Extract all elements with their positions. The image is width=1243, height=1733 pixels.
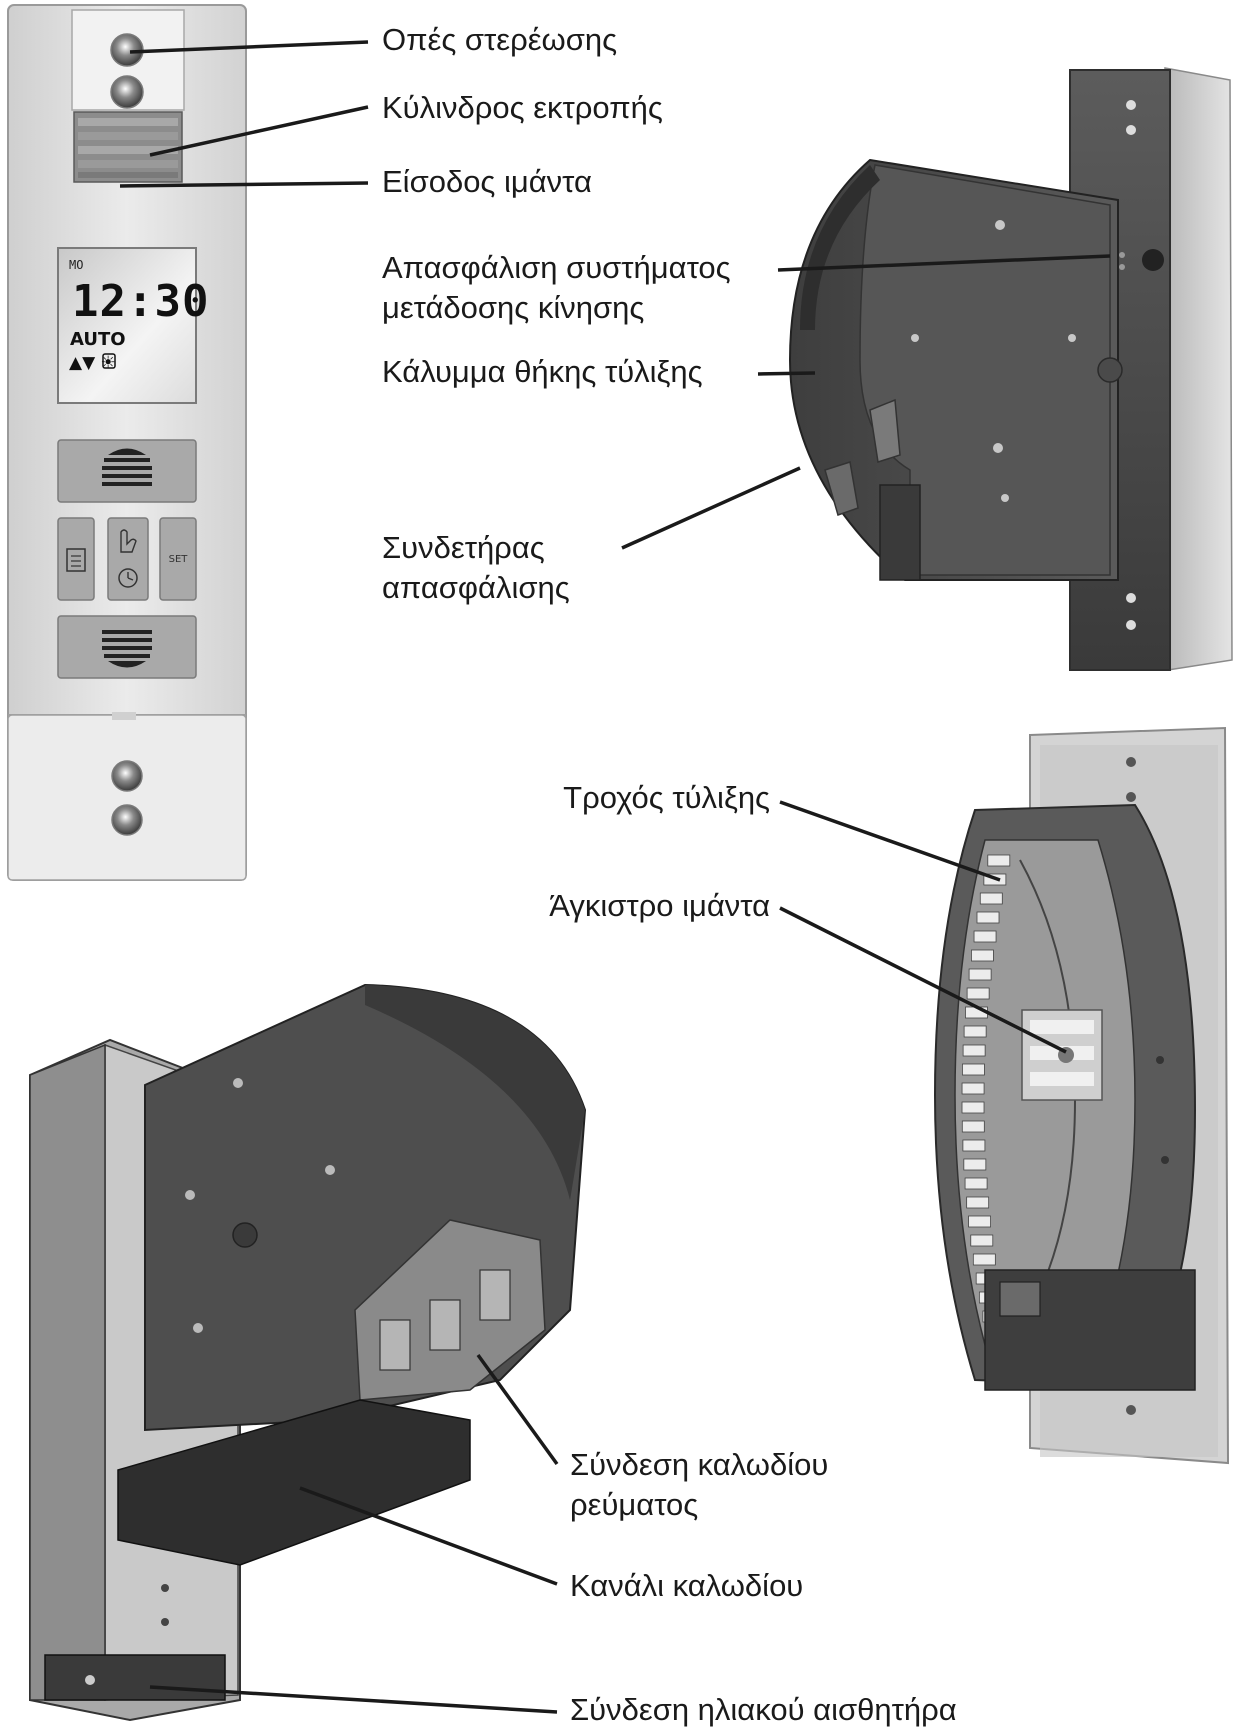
rear-unit-bottom bbox=[29, 983, 587, 1722]
hand-icon bbox=[120, 529, 137, 553]
down-button[interactable] bbox=[57, 615, 197, 679]
leader-cable-channel bbox=[299, 1486, 558, 1586]
leader-deflection-roller bbox=[149, 105, 369, 157]
wheel-tooth bbox=[963, 1025, 987, 1038]
leader-belt-hook bbox=[779, 906, 1067, 1054]
clock-icon bbox=[118, 568, 138, 588]
label-winding-wheel: Τροχός τύλιξης bbox=[563, 780, 770, 815]
wheel-tooth bbox=[963, 1158, 987, 1171]
leader-power-connection bbox=[476, 1353, 559, 1466]
wheel-tooth bbox=[972, 1253, 996, 1266]
set-button-label: SET bbox=[169, 554, 189, 565]
label-drive-lock-1: Απασφάλιση συστήματος bbox=[382, 250, 731, 285]
lcd-display bbox=[57, 247, 197, 404]
lcd-time: 12:30 bbox=[72, 276, 209, 327]
winding-case-face bbox=[859, 164, 1111, 576]
wheel-tooth bbox=[971, 949, 994, 962]
leader-mounting-holes bbox=[129, 40, 369, 54]
front-notch bbox=[112, 712, 136, 720]
solar-sensor-port bbox=[44, 1654, 226, 1701]
mounting-hole-top-2 bbox=[110, 75, 144, 109]
label-deflection-roller: Κύλινδρος εκτροπής bbox=[382, 90, 663, 125]
manual-timer-button[interactable] bbox=[107, 517, 149, 601]
front-bottom-cap bbox=[7, 714, 247, 881]
wheel-tooth bbox=[961, 1120, 985, 1133]
wheel-tooth bbox=[968, 968, 992, 981]
wheel-tooth bbox=[973, 930, 997, 943]
label-drive-lock-2: μετάδοσης κίνησης bbox=[382, 290, 645, 325]
rear-unit-top bbox=[788, 67, 1233, 671]
label-power-connection-2: ρεύματος bbox=[570, 1487, 699, 1522]
leader-solar-sensor bbox=[149, 1685, 558, 1714]
wheel-tooth bbox=[966, 1196, 990, 1209]
leader-winding-cover bbox=[757, 371, 816, 376]
wheel-tooth bbox=[987, 854, 1011, 867]
winding-case-rim bbox=[800, 165, 880, 330]
leader-winding-wheel bbox=[779, 800, 1001, 882]
cable-channel bbox=[117, 1399, 471, 1566]
drum-latch bbox=[999, 1281, 1041, 1317]
leader-lines bbox=[119, 40, 1111, 1714]
lcd-day: MO bbox=[69, 258, 83, 272]
front-unit: MO 12:30 AUTO ▲▼ ☀ bbox=[7, 4, 247, 881]
down-arrow-icon bbox=[102, 630, 152, 668]
label-cable-channel: Κανάλι καλωδίου bbox=[570, 1568, 804, 1603]
release-clip-top bbox=[824, 398, 921, 581]
list-icon bbox=[66, 548, 86, 572]
label-belt-entry: Είσοδος ιμάντα bbox=[382, 164, 592, 199]
wheel-tooth bbox=[966, 987, 990, 1000]
wheel-tooth bbox=[962, 1044, 986, 1057]
wheel-tooth bbox=[976, 911, 1000, 924]
label-power-connection-1: Σύνδεση καλωδίου bbox=[570, 1447, 829, 1482]
menu-button[interactable] bbox=[57, 517, 95, 601]
wheel-tooth bbox=[968, 1215, 991, 1228]
wheel-tooth bbox=[961, 1101, 985, 1114]
mounting-hole-bottom-2 bbox=[111, 804, 143, 836]
label-belt-hook: Άγκιστρο ιμάντα bbox=[549, 888, 770, 923]
leader-belt-entry bbox=[119, 181, 369, 188]
leader-drive-lock bbox=[777, 254, 1111, 272]
lcd-hand-icon bbox=[102, 353, 116, 369]
wheel-tooth bbox=[962, 1139, 986, 1152]
label-mounting-holes: Οπές στερέωσης bbox=[382, 22, 618, 57]
label-winding-cover: Κάλυμμα θήκης τύλιξης bbox=[382, 354, 703, 389]
deflection-roller bbox=[73, 111, 183, 183]
wheel-tooth bbox=[979, 892, 1003, 905]
label-release-clip-1: Συνδετήρας bbox=[382, 530, 545, 565]
leader-release-clip bbox=[621, 466, 801, 550]
bottom-case-rim bbox=[365, 985, 585, 1200]
rear-top-plate-light bbox=[1164, 67, 1233, 671]
label-solar-sensor: Σύνδεση ηλιακού αισθητήρα bbox=[570, 1692, 957, 1727]
wheel-tooth bbox=[962, 1063, 985, 1076]
mounting-hole-bottom-1 bbox=[111, 760, 143, 792]
up-button[interactable] bbox=[57, 439, 197, 503]
set-button[interactable]: SET bbox=[159, 517, 197, 601]
rear-unit-middle bbox=[933, 726, 1230, 1465]
label-release-clip-2: απασφάλισης bbox=[382, 570, 570, 605]
wheel-tooth bbox=[961, 1082, 985, 1095]
up-arrow-icon bbox=[102, 448, 152, 486]
wheel-tooth bbox=[964, 1177, 988, 1190]
lcd-mode: AUTO bbox=[70, 329, 126, 350]
lcd-symbols: ▲▼ ☀ bbox=[69, 353, 116, 373]
wheel-tooth bbox=[970, 1234, 994, 1247]
belt-hook bbox=[1021, 1009, 1103, 1101]
bottom-plate-side bbox=[29, 1043, 106, 1701]
